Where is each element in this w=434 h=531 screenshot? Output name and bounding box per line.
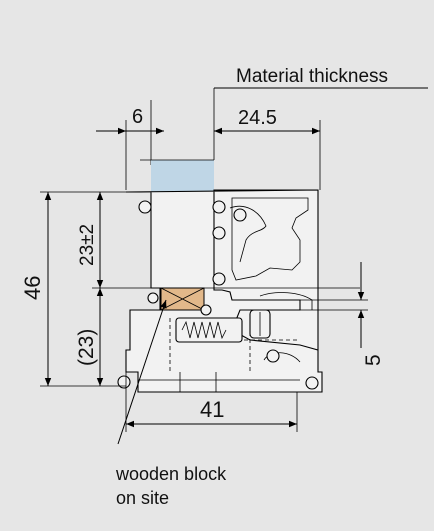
spring-coil xyxy=(181,320,227,340)
seal-circle xyxy=(305,376,319,390)
profile-inner-chamber xyxy=(231,197,309,281)
dim-46-label: 46 xyxy=(20,276,45,300)
callout-line-1: wooden block xyxy=(115,464,227,484)
spring-housing xyxy=(175,317,243,343)
dim-23pm2-label: 23±2 xyxy=(77,224,98,266)
callout-leader xyxy=(117,299,167,445)
seal-circle xyxy=(138,200,152,214)
dim-6-label: 6 xyxy=(132,106,143,128)
dim-24-5-label: 24.5 xyxy=(238,107,277,129)
seal-circle xyxy=(212,272,226,286)
material-thickness-label: Material thickness xyxy=(236,66,388,87)
seal-circle xyxy=(266,349,280,363)
seal-circle xyxy=(233,208,247,222)
dim-23-paren-label: (23) xyxy=(75,329,98,366)
aluminium-profile xyxy=(125,189,323,393)
seal-circle xyxy=(200,304,212,316)
callout-line-2: on site xyxy=(116,488,169,508)
dim-41-label: 41 xyxy=(200,397,224,422)
seal-circle xyxy=(212,200,226,214)
wooden-block-cross-2 xyxy=(160,287,205,311)
profile-gasket-upper xyxy=(229,205,267,263)
dim-5-label: 5 xyxy=(362,354,385,366)
seal-circle xyxy=(117,375,131,389)
seal-circle xyxy=(212,226,226,240)
seal-circle xyxy=(147,292,159,304)
profile-base-feet xyxy=(138,352,301,392)
